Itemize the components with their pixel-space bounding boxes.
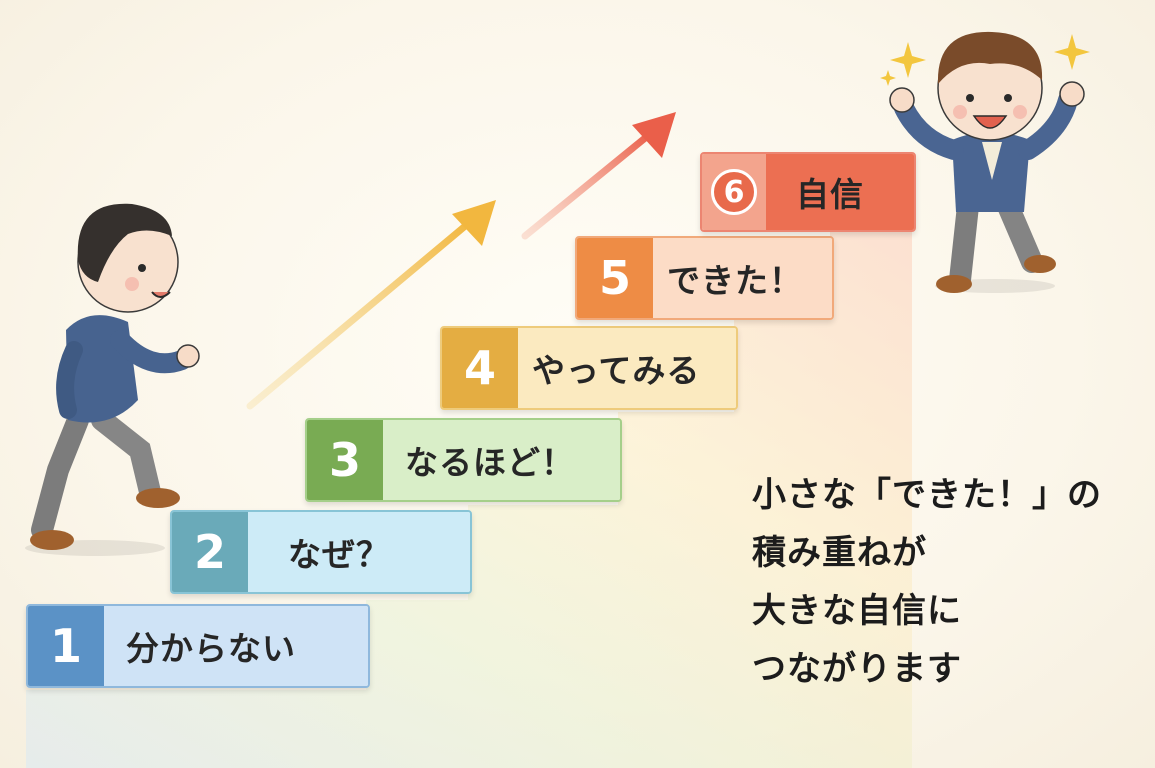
caption: 小さな「できた！」の 積み重ねが 大きな自信に つながります [752,466,1152,698]
caption-line-1: 小さな「できた！」の [752,475,1102,515]
step-number: 3 [307,420,383,500]
caption-line-4: つながります [752,649,962,689]
caption-line-2: 積み重ねが [752,533,927,573]
step-number-badge: 6 [702,154,766,230]
step-number: 2 [172,512,248,592]
step-label: 自信 [766,154,914,230]
step-6: 6 自信 [700,152,916,232]
step-5: 5 できた！ [575,236,834,320]
sparkle-icon [880,70,896,86]
step-label: 分からない [104,606,368,686]
boy-climbing-illustration [25,203,200,556]
step-label: なぜ？ [248,512,470,592]
step-number: 5 [577,238,653,318]
step-3: 3 なるほど！ [305,418,622,502]
step-label: できた！ [653,238,832,318]
step-label: やってみる [518,328,736,408]
arrow-up-right-icon [246,200,496,410]
caption-line-3: 大きな自信に [752,591,962,631]
arrow-up-right-icon [521,112,676,240]
step-number: 6 [711,169,757,215]
step-1: 1 分からない [26,604,370,688]
step-2: 2 なぜ？ [170,510,472,594]
boy-cheering-illustration [889,31,1085,293]
sparkle-icon [1054,34,1090,70]
rising-glow [26,232,912,768]
step-label: なるほど！ [383,420,620,500]
sparkle-icon [890,42,926,78]
step-4: 4 やってみる [440,326,738,410]
step-number: 1 [28,606,104,686]
step-number: 4 [442,328,518,408]
